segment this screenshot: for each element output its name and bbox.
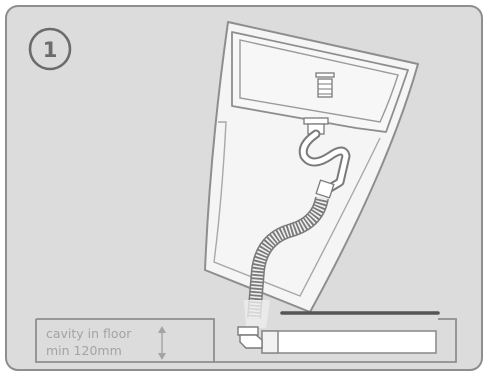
floor-cavity: [35, 318, 457, 363]
cavity-note-line2: min 120mm: [46, 343, 122, 358]
step-badge: 1: [28, 27, 72, 71]
elbow-connector-icon: [237, 326, 263, 349]
cavity-depth-note: cavity in floor min 120mm: [46, 326, 166, 360]
double-arrow-icon: [158, 326, 166, 360]
cavity-note-line1: cavity in floor: [46, 326, 132, 341]
drain-plug-icon: [315, 72, 335, 98]
horizontal-drain-pipe: [261, 330, 437, 354]
washbasin-unit: [204, 21, 419, 328]
step-number: 1: [43, 38, 58, 62]
light-shaft: [244, 300, 270, 328]
cabinet-front-panel: [213, 121, 381, 297]
basin-bowl: [239, 39, 399, 123]
